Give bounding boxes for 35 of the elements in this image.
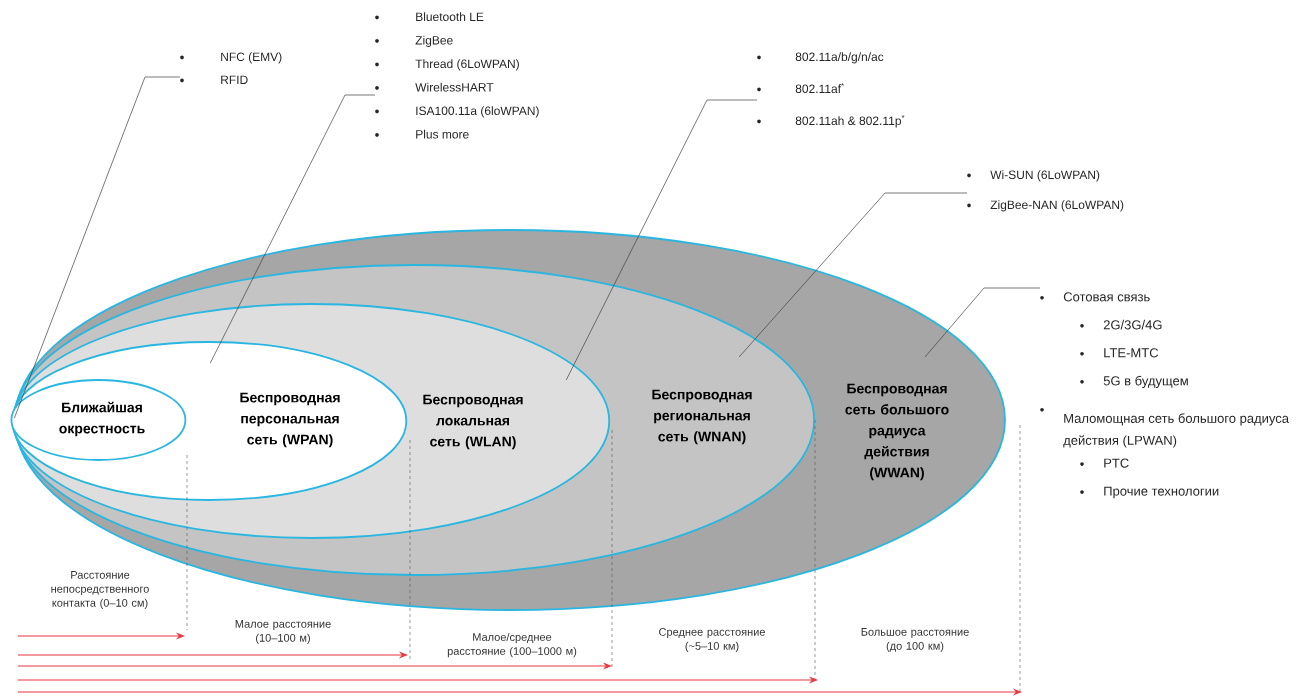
node-label: ISA100.11a (6loWPAN): [416, 106, 539, 118]
node-label: Bluetooth LE: [416, 12, 484, 22]
node-label: RFID: [221, 75, 248, 84]
bullet-list: Wi-SUN (6LoWPAN) ZigBee-NAN (6LoWPAN): [967, 170, 1124, 212]
leader-line: [14, 76, 181, 419]
node-label: ZigBee: [415, 35, 453, 47]
node-label: 802.11a/b/g/n/ac: [795, 52, 884, 64]
node-label: ZigBee-NAN (6LoWPAN): [990, 200, 1124, 212]
leader-line: [924, 287, 1041, 358]
leader-line: [565, 99, 758, 381]
node-label: Plus more: [416, 129, 469, 139]
node-label: WirelessHART: [415, 82, 494, 92]
node-label: Маломощная сеть большого радиуса действия (LPWAN): [1063, 413, 1290, 448]
node-label: Прочие технологии: [1104, 486, 1219, 499]
node-label: 802.11ah & 802.11p$^{*}$: [795, 115, 905, 128]
range-label: Малое/среднее расстояние (100–1000 м): [447, 632, 577, 658]
bullet-list: Сотовая связь 2G/3G/4G LTE-MTC 5G в будущем Маломощная сеть большого радиуса действия (LPWAN) PTC Прочие технологии: [1040, 292, 1289, 499]
node-label: Сотовая связь: [1063, 292, 1150, 302]
node-label: NFC (EMV): [221, 52, 282, 64]
ellipse-region: Ближайшая окрестность: [10, 379, 187, 461]
range-label: Большое расстояние (до 100 км): [861, 628, 969, 652]
bullet-list: NFC (EMV) RFID: [180, 52, 282, 84]
bullet-list: Bluetooth LE ZigBee Thread (6LoWPAN) WirelessHART ISA100.11a (6loWPAN) Plus more: [375, 12, 539, 139]
node-label: LTE-MTC: [1104, 348, 1159, 358]
node-label: PTC: [1104, 458, 1129, 468]
node-label: 2G/3G/4G: [1103, 319, 1162, 330]
node-label: Thread (6LoWPAN): [415, 59, 519, 71]
node-label: 802.11af$^{*}$: [795, 83, 845, 94]
range-label: Малое расстояние (10–100 м): [235, 620, 331, 644]
leader-line: [209, 94, 376, 364]
bullet-list: 802.11a/b/g/n/ac 802.11af$^{*}$ 802.11ah & 802.11p$^{*}$: [757, 52, 905, 128]
node-label: 5G в будущем: [1103, 375, 1188, 388]
range-label: Среднее расстояние (~5–10 км): [659, 628, 765, 652]
leader-line: [738, 192, 968, 358]
node-label: Wi-SUN (6LoWPAN): [990, 170, 1100, 182]
